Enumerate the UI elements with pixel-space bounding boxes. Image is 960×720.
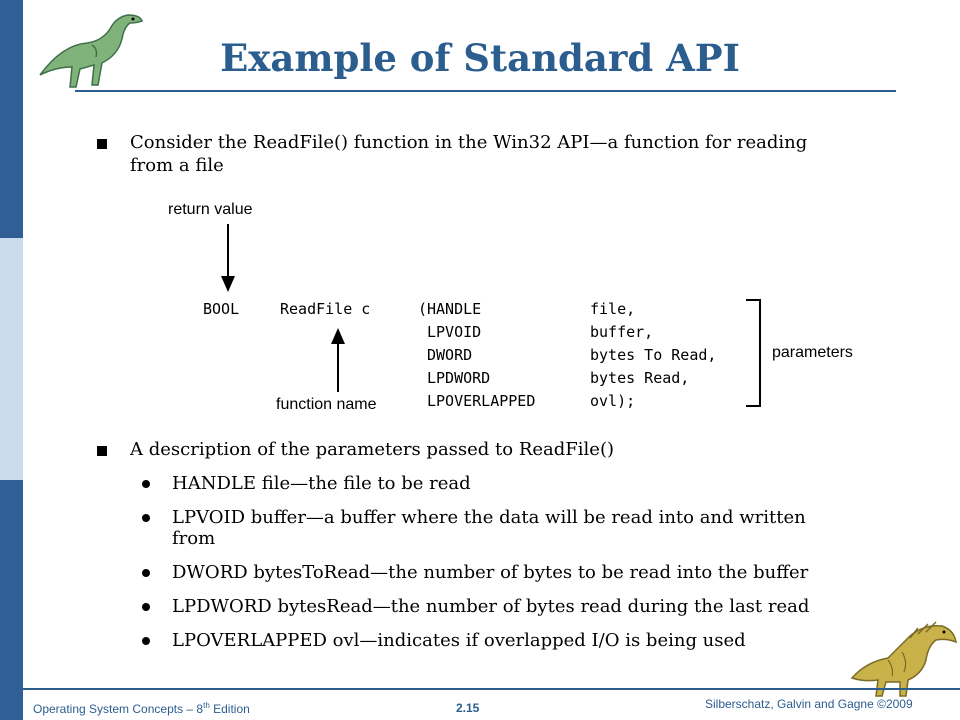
code-param-name: ovl); bbox=[590, 392, 636, 410]
bullet-square-icon bbox=[97, 139, 107, 149]
sub-bullet-dword: DWORD bytesToRead—the number of bytes to… bbox=[172, 562, 809, 583]
footer-rule bbox=[23, 688, 960, 690]
bullet-square-icon bbox=[97, 446, 107, 456]
parameters-label: parameters bbox=[772, 344, 853, 361]
sub-bullet-dot-icon bbox=[142, 569, 150, 577]
function-name-arrow-icon bbox=[331, 328, 345, 392]
sub-bullet-dot-icon bbox=[142, 480, 150, 488]
bullet-consider-line1: Consider the ReadFile() function in the … bbox=[130, 132, 808, 153]
sub-bullet-lpoverlapped: LPOVERLAPPED ovl—indicates if overlapped… bbox=[172, 630, 746, 651]
sub-bullet-lpvoid-line2: from bbox=[172, 528, 216, 549]
function-name-label: function name bbox=[276, 396, 377, 413]
code-param-name: file, bbox=[590, 300, 636, 318]
code-param-type: LPDWORD bbox=[427, 369, 491, 387]
code-open-paren: ( bbox=[418, 300, 428, 318]
footer-authors: Silberschatz, Galvin and Gagne ©2009 bbox=[705, 697, 913, 711]
code-param-type: HANDLE bbox=[427, 300, 482, 318]
code-param-type: LPVOID bbox=[427, 323, 482, 341]
code-return-type: BOOL bbox=[203, 300, 240, 318]
footer-book-title: Operating System Concepts – 8th Edition bbox=[33, 701, 250, 716]
slide-sidebar bbox=[0, 0, 23, 720]
sub-bullet-dot-icon bbox=[142, 603, 150, 611]
return-value-label: return value bbox=[168, 201, 253, 218]
sub-bullet-handle: HANDLE file—the file to be read bbox=[172, 473, 471, 494]
return-value-arrow-icon bbox=[221, 224, 235, 292]
footer-page-number: 2.15 bbox=[456, 701, 480, 715]
slide-title: Example of Standard API bbox=[220, 36, 740, 80]
title-underline bbox=[75, 90, 896, 92]
sub-bullet-lpdword: LPDWORD bytesRead—the number of bytes re… bbox=[172, 596, 810, 617]
code-param-type: DWORD bbox=[427, 346, 473, 364]
code-function-name: ReadFile c bbox=[280, 300, 371, 318]
sub-bullet-dot-icon bbox=[142, 637, 150, 645]
code-param-name: buffer, bbox=[590, 323, 654, 341]
sub-bullet-dot-icon bbox=[142, 514, 150, 522]
code-param-name: bytes To Read, bbox=[590, 346, 717, 364]
sub-bullet-lpvoid-line1: LPVOID buffer—a buffer where the data wi… bbox=[172, 507, 806, 528]
dinosaur-logo-icon bbox=[39, 14, 143, 88]
parameters-bracket-icon bbox=[746, 299, 761, 407]
bullet-consider-line2: from a file bbox=[130, 155, 224, 176]
bullet-description: A description of the parameters passed t… bbox=[130, 439, 614, 460]
code-param-type: LPOVERLAPPED bbox=[427, 392, 536, 410]
code-param-name: bytes Read, bbox=[590, 369, 690, 387]
